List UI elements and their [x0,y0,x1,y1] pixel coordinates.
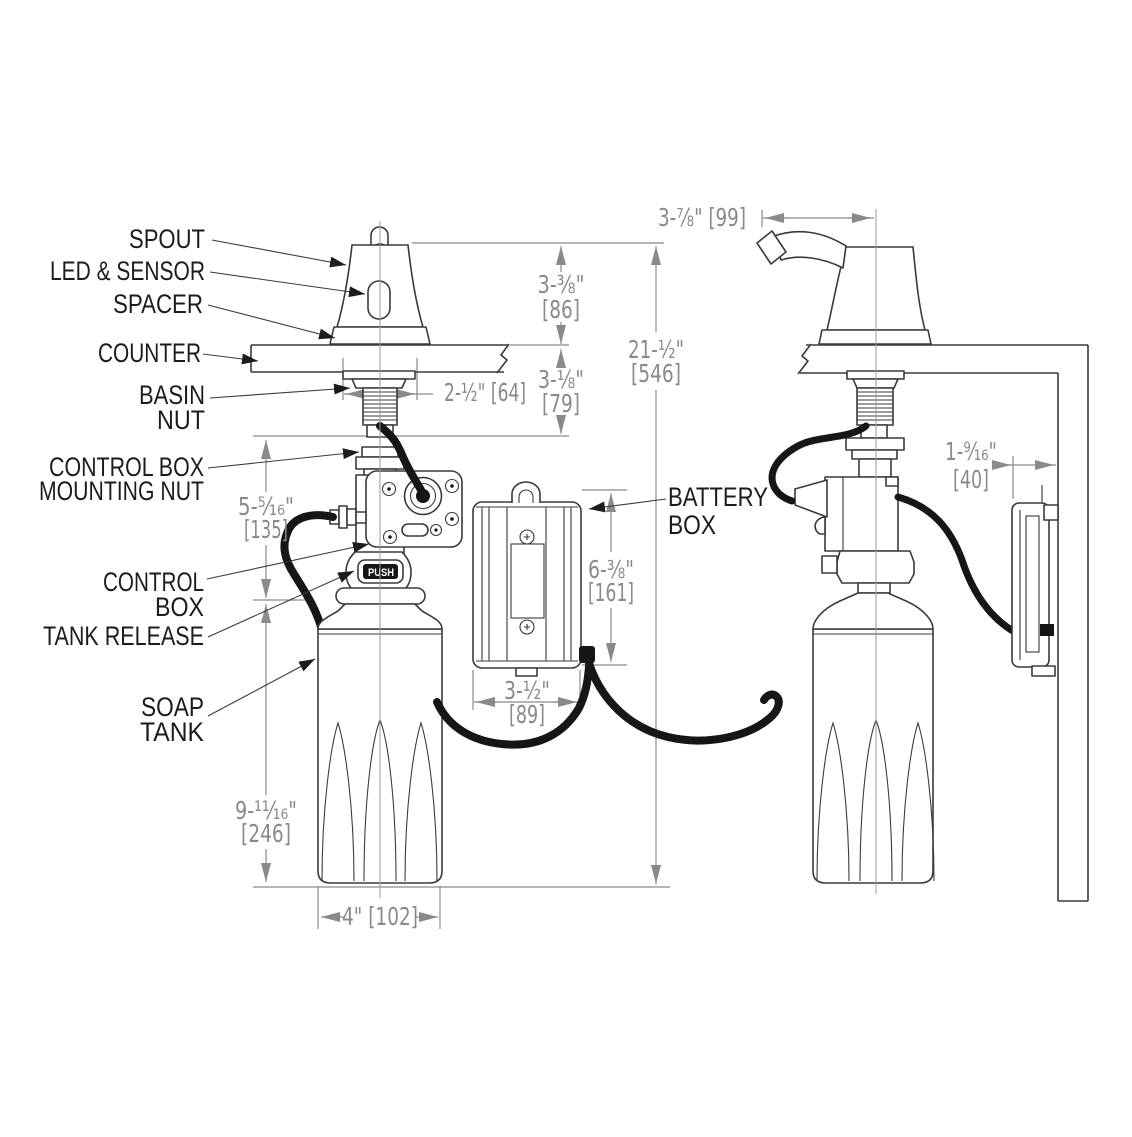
leader-soap-tank [207,658,316,717]
leader-basin-nut [209,383,351,399]
leader-counter [202,353,259,365]
dim-under-counter-mm: [135] [244,515,288,544]
cable-to-battery-left [280,511,337,634]
dim-battery-h: 6-⅜" [588,555,634,584]
leader-spout [211,239,347,268]
part-labels: SPOUT LED & SENSOR SPACER COUNTER BASIN … [39,224,768,747]
battery-box-side [1011,485,1059,677]
leader-control-box [206,542,370,580]
side-view [756,230,1089,902]
dim-wall-offset-mm: [40] [953,465,989,494]
dim-counter-nut: 3-⅛" [538,365,584,394]
dim-battery-w-mm: [89] [509,700,545,729]
push-button-label: PUSH [368,567,394,579]
spout-tip [756,230,787,265]
spout-arm [773,230,847,269]
dim-under-counter: 5-⁵⁄₁₆" [238,492,294,521]
dim-battery-w: 3-½" [504,676,550,705]
label-cbmn-2: MOUNTING NUT [39,476,204,506]
cable-slack-loop [584,656,783,745]
dim-wall-offset: 1-⁹⁄₁₆" [945,437,997,466]
control-box-front [329,470,463,554]
dim-tank-h: 9-¹¹⁄₁₆" [235,796,297,825]
label-control-box: BOX [155,592,204,622]
dim-overall: 21-½" [628,335,684,364]
counter-break-side [797,343,812,375]
dimension-text: 3-⅜" [86] 3-⅛" [79] 21-½" [546] 2-½" [64… [235,203,997,931]
tank-shoulder-side [812,592,934,630]
cable-shank-to-box [376,422,425,494]
tank-release-part: PUSH [345,551,412,590]
wall [1057,345,1089,902]
label-battery-box: BOX [668,510,716,540]
cable-cone-connector [794,479,828,518]
leader-battery-box [588,498,667,513]
tank-body-side [812,628,934,884]
slot [401,523,429,537]
counter-side [797,343,1089,902]
label-led-sensor: LED & SENSOR [50,256,205,286]
dim-overall-mm: [546] [631,359,681,388]
battery-box-front [472,481,595,677]
leader-mounting-nut [207,448,360,469]
label-soap-tank: TANK [140,717,204,747]
spacer-side [818,329,932,345]
label-counter: COUNTER [98,338,201,368]
dim-spout-height-mm: [86] [542,295,580,324]
spout-side [756,230,932,345]
ext-tank-width [317,886,441,929]
label-cbmn-1: CONTROL BOX [49,452,204,482]
leader-spacer [207,304,336,340]
cable-to-battery-right [433,662,593,749]
wall-bracket-bottom [1031,665,1056,677]
led-sensor-window [367,280,391,320]
dim-counter-hole: 2-½" [64] [444,378,526,407]
tank-side [812,550,935,884]
dim-spout-reach: 3-⅞" [99] [658,203,746,232]
control-box-side [794,476,899,552]
dim-spout-height: 3-⅜" [538,270,585,299]
wall-bracket-top [1043,504,1059,521]
label-spacer: SPACER [113,289,203,319]
hanger-tab [511,481,541,503]
leader-tank-release [207,570,355,638]
dim-counter-nut-mm: [79] [542,389,580,418]
counter-break [496,343,510,374]
label-tank-release: TANK RELEASE [43,621,204,651]
bottom-tab [515,667,538,677]
label-spout: SPOUT [129,224,205,254]
dim-tank-w: 4" [102] [342,902,418,931]
label-control: CONTROL [103,567,204,597]
under-counter-side [845,370,905,478]
leader-led-sensor [209,271,366,298]
dim-battery-h-mm: [161] [588,578,634,607]
label-basin: BASIN [139,380,205,410]
dim-tank-h-mm: [246] [241,819,291,848]
front-view: PUSH [250,226,783,884]
cable-shank-side [768,422,870,505]
label-soap: SOAP [141,692,204,722]
label-battery: BATTERY [668,482,768,512]
battery-box-ribs [481,507,572,661]
battery-connector-side [1040,624,1054,636]
label-basin-nut: NUT [157,405,205,435]
